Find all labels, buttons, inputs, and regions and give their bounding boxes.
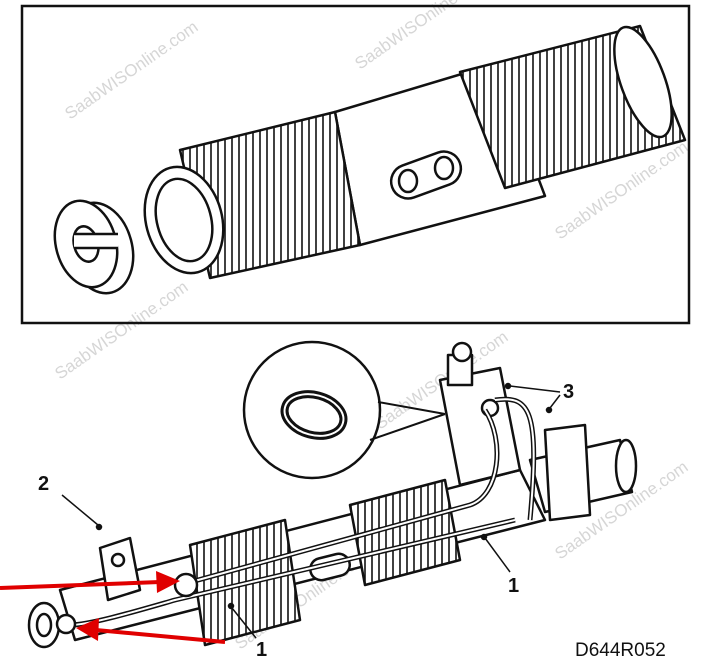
arrow-icon — [0, 571, 180, 593]
leader-lines — [61, 382, 561, 639]
top-detail-panel — [20, 4, 691, 325]
callout-1-bottom: 1 — [256, 639, 267, 661]
callout-2: 2 — [38, 473, 49, 495]
arrow-icon — [76, 618, 226, 644]
o-ring-detail-inset — [242, 340, 446, 480]
steering-rack-assembly — [27, 341, 638, 649]
watermark-text: SaabWISOnline.com — [61, 17, 201, 123]
top-panel-frame — [20, 4, 691, 325]
callout-1-right: 1 — [508, 575, 519, 597]
rack-boot — [143, 24, 687, 280]
diagram-code: D644R052 — [575, 640, 666, 661]
callout-3: 3 — [563, 381, 574, 403]
split-bushing — [53, 199, 135, 295]
red-arrows — [0, 571, 226, 644]
watermark-text: SaabWISOnline.com — [51, 277, 191, 383]
watermark-text: SaabWISOnline.com — [351, 0, 491, 73]
